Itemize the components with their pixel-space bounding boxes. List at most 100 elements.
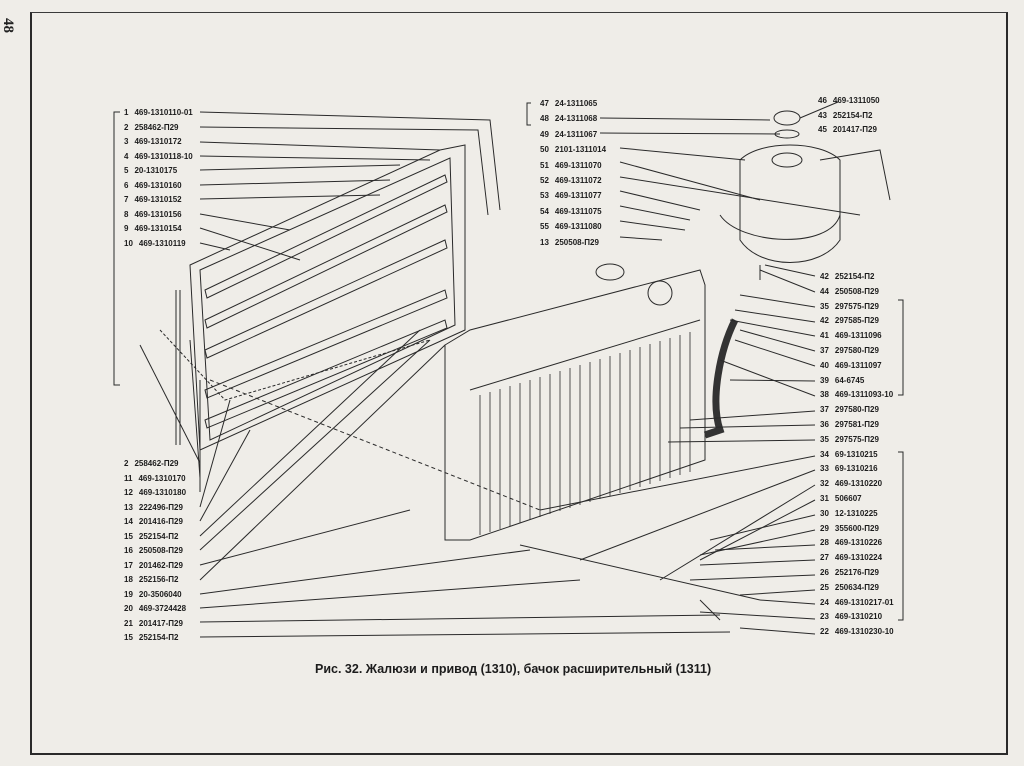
part-code: 12-1310225 (834, 508, 878, 518)
radiator-core (444, 269, 706, 541)
part-code: 469-1310226 (834, 538, 883, 548)
part-code: 252154-П2 (834, 272, 875, 281)
part-number: 30 (820, 508, 829, 518)
part-number: 42 (820, 272, 829, 281)
part-number: 2 (124, 459, 129, 468)
part-code: 297585-П29 (834, 316, 879, 326)
part-code: 252154-П2 (832, 110, 873, 120)
part-label: 31 506607 (820, 494, 862, 503)
part-number: 46 (818, 96, 827, 105)
part-number: 2 (124, 122, 129, 132)
part-number: 21 (124, 618, 133, 628)
part-code: 250634-П29 (834, 582, 879, 592)
part-code: 297580-П29 (834, 405, 879, 415)
part-code: 469-1310119 (138, 238, 186, 248)
part-number: 53 (540, 191, 549, 201)
part-code: 469-1310230-10 (834, 627, 894, 637)
part-code: 24-1311067 (554, 129, 598, 139)
part-code: 258462-П29 (134, 459, 179, 468)
part-code: 201417-П29 (832, 125, 877, 134)
part-code: 469-1310156 (134, 209, 182, 219)
part-number: 49 (540, 129, 549, 139)
part-code: 506607 (834, 494, 862, 503)
part-code: 258462-П29 (134, 122, 179, 132)
part-code: 469-1311075 (554, 206, 602, 216)
part-number: 15 (124, 531, 133, 541)
part-number: 4 (124, 151, 129, 161)
part-label: 13 222496-П29 (124, 503, 183, 512)
part-number: 52 (540, 176, 549, 185)
part-number: 3 (124, 137, 129, 146)
part-number: 39 (820, 375, 829, 385)
part-label: 42 297585-П29 (820, 316, 879, 325)
part-code: 24-1311065 (554, 99, 598, 108)
part-code: 252156-П2 (138, 575, 179, 584)
part-number: 33 (820, 464, 829, 474)
part-code: 469-3724428 (138, 604, 187, 613)
part-number: 10 (124, 238, 133, 248)
part-number: 41 (820, 331, 829, 341)
figure-caption: Рис. 32. Жалюзи и привод (1310), бачок р… (315, 662, 712, 676)
part-code: 469-1311070 (554, 160, 602, 170)
part-number: 8 (124, 209, 129, 219)
part-number: 55 (540, 222, 549, 232)
part-number: 20 (124, 604, 133, 613)
part-number: 26 (820, 568, 829, 577)
part-label: 11 469-1310170 (124, 474, 186, 483)
part-number: 48 (540, 114, 549, 124)
part-label: 49 24-1311067 (540, 130, 597, 139)
part-label: 8 469-1310156 (124, 210, 182, 219)
part-number: 42 (820, 316, 829, 326)
part-number: 5 (124, 166, 129, 175)
left-group-bracket (113, 111, 120, 386)
part-code: 469-1310110-01 (134, 108, 193, 117)
part-code: 250508-П29 (138, 546, 183, 555)
part-number: 22 (820, 627, 829, 637)
part-number: 43 (818, 110, 827, 120)
part-number: 13 (124, 502, 133, 512)
part-number: 24 (820, 597, 829, 607)
part-label: 22 469-1310230-10 (820, 627, 894, 636)
part-number: 23 (820, 612, 829, 622)
part-code: 469-1310224 (834, 553, 883, 563)
part-number: 18 (124, 575, 133, 584)
part-code: 222496-П29 (138, 502, 183, 512)
part-number: 44 (820, 286, 829, 296)
part-number: 50 (540, 145, 549, 155)
part-code: 201462-П29 (138, 560, 183, 570)
part-number: 45 (818, 125, 827, 134)
part-number: 38 (820, 390, 829, 400)
part-label: 2 258462-П29 (124, 459, 178, 468)
part-code: 469-1310170 (138, 473, 186, 483)
part-number: 31 (820, 494, 829, 503)
part-number: 11 (124, 473, 133, 483)
part-code: 297580-П29 (834, 346, 879, 355)
part-number: 32 (820, 479, 829, 489)
part-code: 252176-П29 (834, 568, 879, 577)
